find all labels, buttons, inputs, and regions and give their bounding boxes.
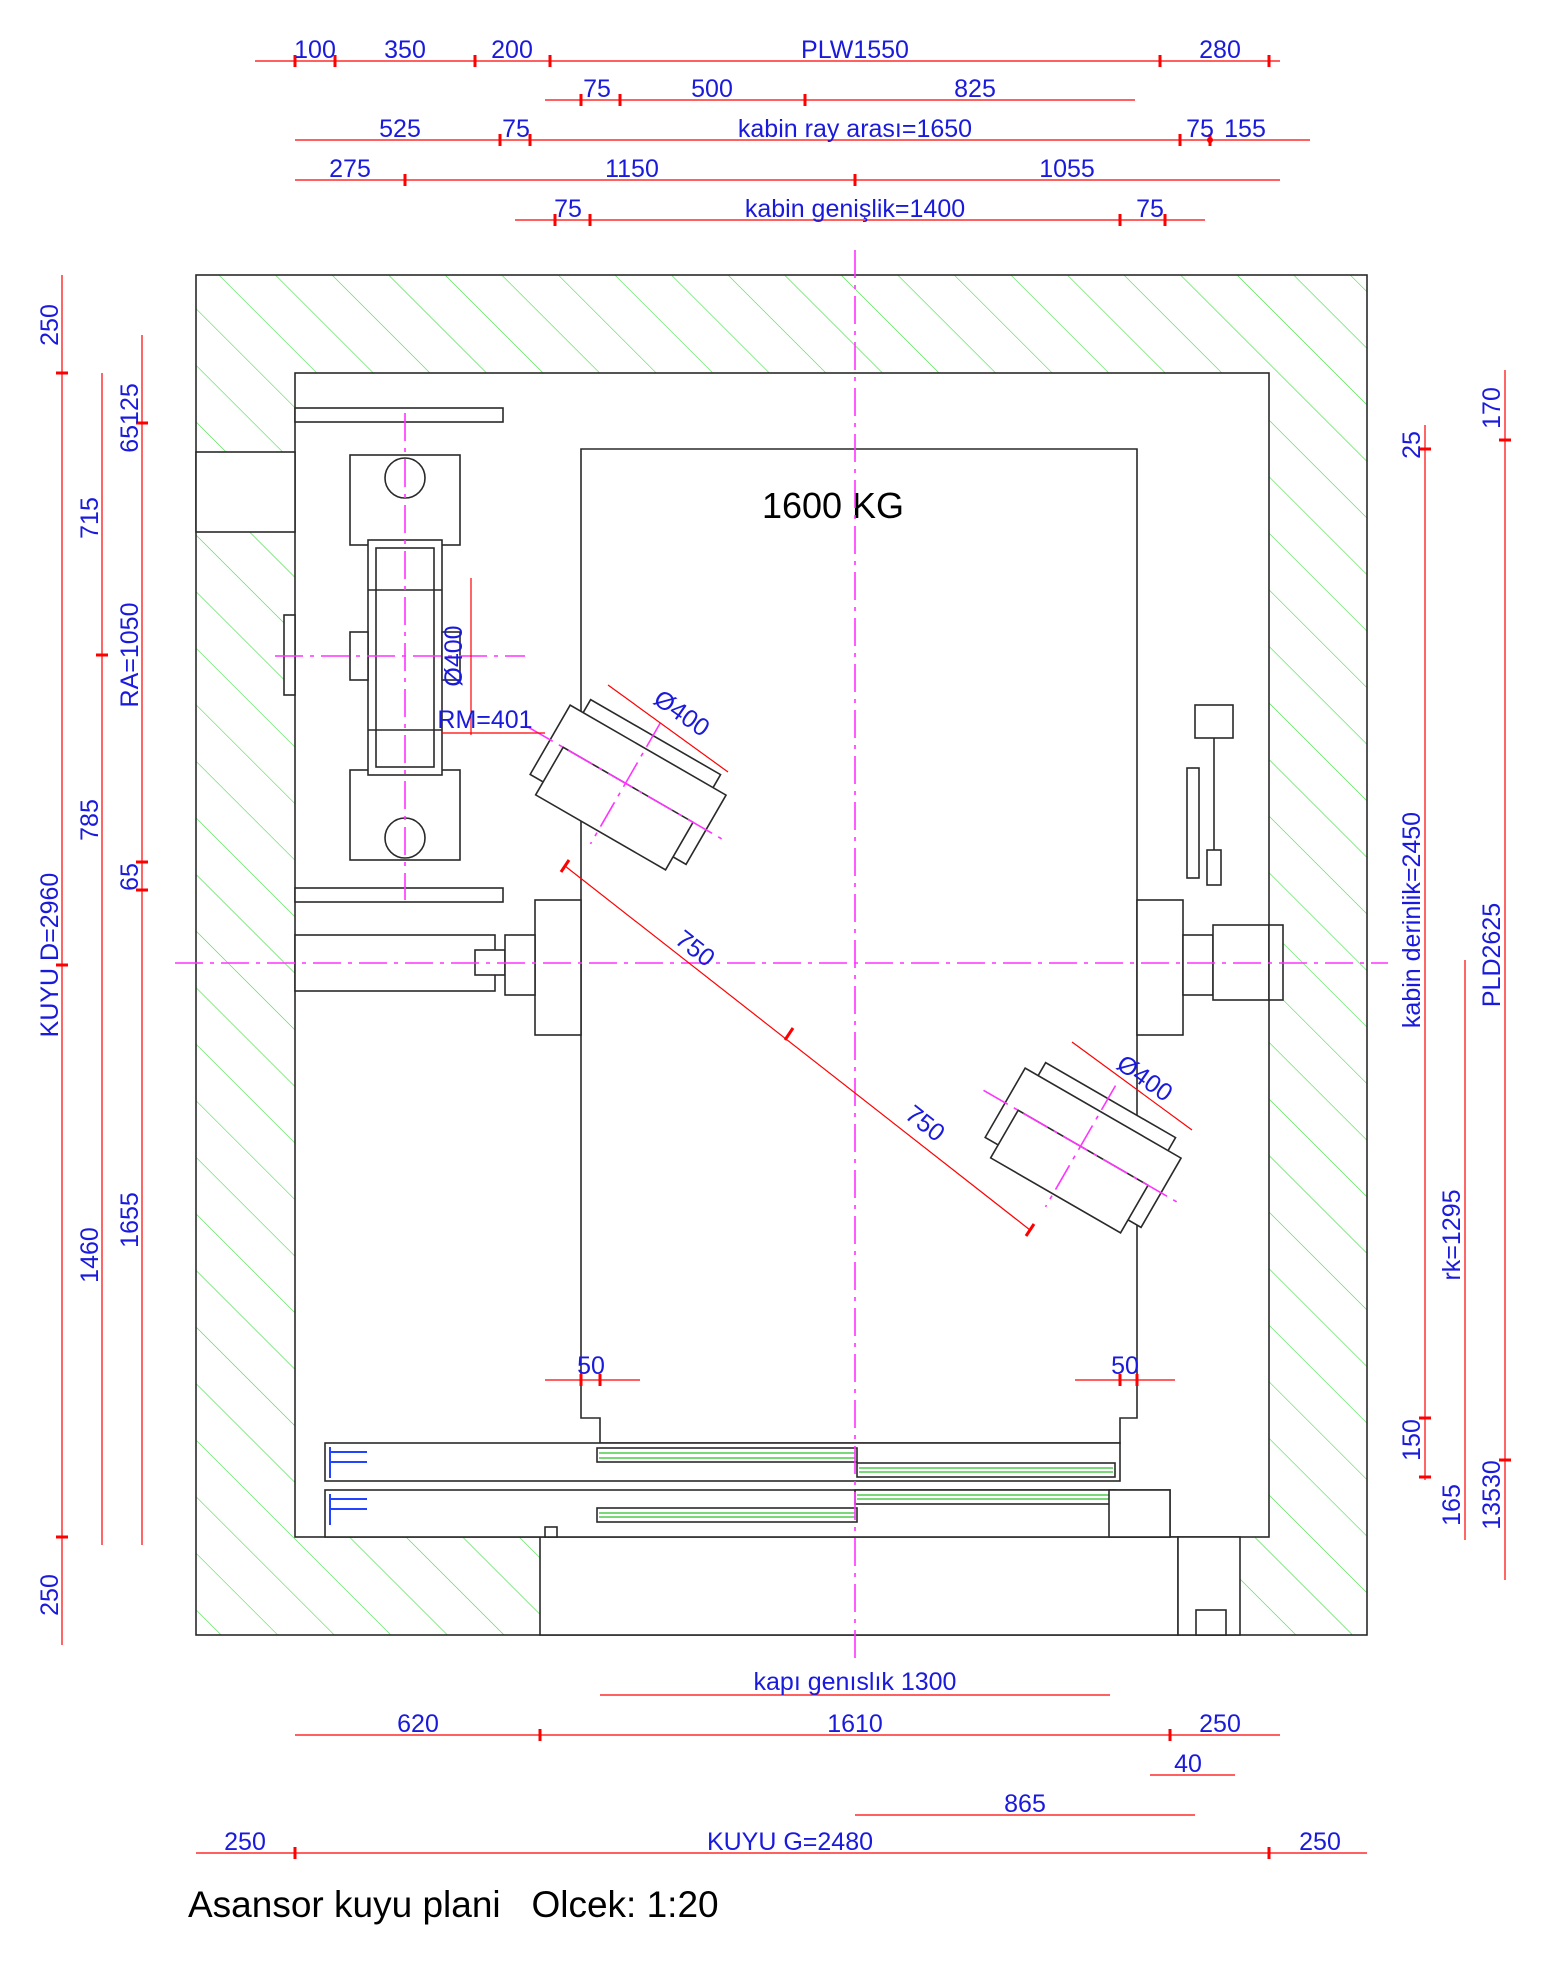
top-r4-275: 275 (329, 155, 371, 183)
left-715: 715 (76, 497, 104, 539)
left-1460: 1460 (76, 1227, 104, 1283)
door-sill (324, 1442, 1171, 1538)
top-r3-rail: kabin ray arası=1650 (738, 115, 972, 143)
left-1655: 1655 (116, 1192, 144, 1248)
bottom-dimensions: kapı genıslık 1300 620 1610 250 40 865 2… (196, 1668, 1367, 1859)
left-dimensions: 250 715 785 1460 250 KUYU D=2960 65125 R… (36, 275, 148, 1645)
drawing-caption: Asansor kuyu plani Olcek: 1:20 (188, 1884, 719, 1925)
top-r1-280: 280 (1199, 36, 1241, 64)
bottom-door-width: kapı genıslık 1300 (754, 1668, 957, 1696)
right-50-label: 50 (1111, 1352, 1139, 1380)
top-r5-width: kabin genişlik=1400 (745, 195, 965, 223)
left-785: 785 (76, 799, 104, 841)
bottom-r1-1610: 1610 (827, 1710, 883, 1738)
left-65125: 65125 (116, 383, 144, 453)
center-axes (175, 250, 1388, 1665)
left-65: 65 (116, 863, 144, 891)
top-r1-200: 200 (491, 36, 533, 64)
top-r1-plw: PLW1550 (801, 36, 909, 64)
pulley-upper (528, 698, 728, 871)
top-r5-75a: 75 (554, 195, 582, 223)
right-kabin-derinlik: kabin derinlik=2450 (1398, 812, 1426, 1028)
top-r3-155: 155 (1224, 115, 1266, 143)
right-170: 170 (1478, 387, 1506, 429)
top-r1-100: 100 (294, 36, 336, 64)
left-ra: RA=1050 (116, 603, 144, 708)
left-250-top: 250 (36, 304, 64, 346)
top-r3-75a: 75 (502, 115, 530, 143)
bottom-r3-865: 865 (1004, 1790, 1046, 1818)
top-r3-75b: 75 (1186, 115, 1214, 143)
shaft-walls (195, 274, 1368, 1636)
left-kuyu-d: KUYU D=2960 (36, 873, 64, 1038)
top-r1-350: 350 (384, 36, 426, 64)
pulley-lower (983, 1061, 1183, 1234)
bottom-r4-250b: 250 (1299, 1828, 1341, 1856)
capacity-label: 1600 KG (762, 485, 904, 526)
left-250-bottom: 250 (36, 1574, 64, 1616)
bottom-r1-620: 620 (397, 1710, 439, 1738)
right-13530: 13530 (1478, 1460, 1506, 1530)
bottom-r4-kuyu-g: KUYU G=2480 (707, 1828, 873, 1856)
top-r2-825: 825 (954, 75, 996, 103)
right-25: 25 (1398, 431, 1426, 459)
top-r4-1150: 1150 (605, 155, 659, 183)
top-dimensions: 100 350 200 PLW1550 280 75 500 825 525 7… (255, 36, 1310, 226)
top-r5-75b: 75 (1136, 195, 1164, 223)
top-r2-75: 75 (583, 75, 611, 103)
bottom-r4-250a: 250 (224, 1828, 266, 1856)
right-pld: PLD2625 (1478, 903, 1506, 1007)
elevator-car: 1600 KG (580, 448, 1138, 1444)
bottom-r1-250: 250 (1199, 1710, 1241, 1738)
top-r2-500: 500 (691, 75, 733, 103)
right-150: 150 (1398, 1419, 1426, 1461)
bottom-r2-40: 40 (1174, 1750, 1202, 1778)
counterweight-assembly (275, 407, 525, 903)
top-r4-1055: 1055 (1039, 155, 1095, 183)
top-r3-525: 525 (379, 115, 421, 143)
right-rk: rk=1295 (1438, 1189, 1466, 1280)
right-165: 165 (1438, 1484, 1466, 1526)
rm-label: RM=401 (437, 706, 532, 734)
side-gap-dims: 50 50 (545, 1352, 1175, 1386)
right-dimensions: 25 kabin derinlik=2450 rk=1295 150 165 1… (1398, 370, 1511, 1580)
left-50-label: 50 (577, 1352, 605, 1380)
rail-diameter: Ø400 (440, 625, 468, 686)
governor (1186, 704, 1234, 886)
